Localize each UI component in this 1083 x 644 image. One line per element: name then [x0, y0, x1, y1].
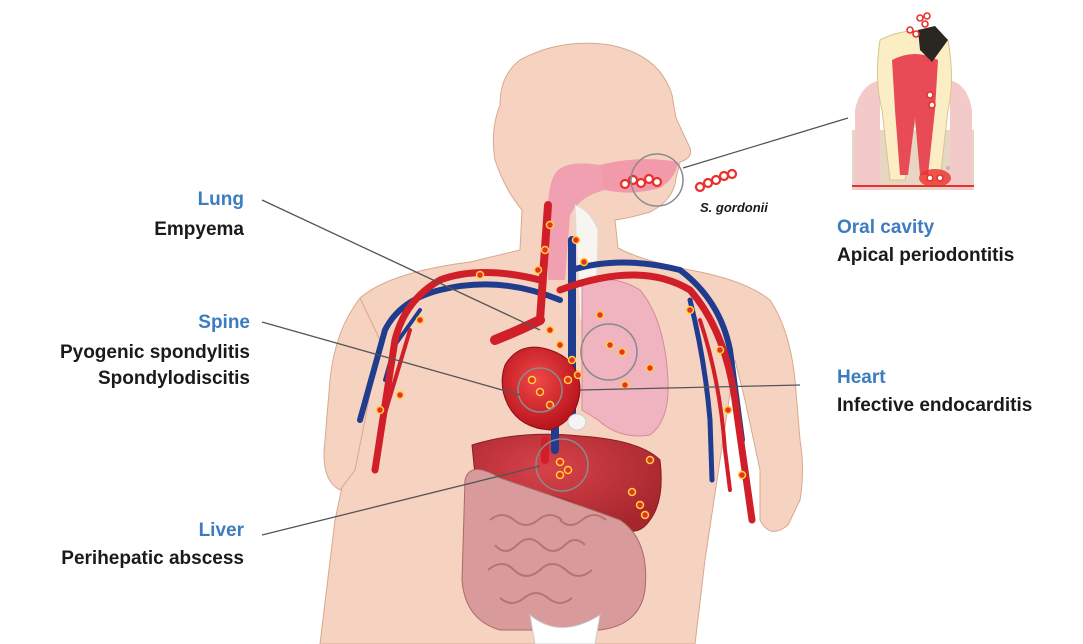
heart-organ-label: Heart [837, 367, 886, 389]
spine-diagnosis-label-2: Spondylodiscitis [98, 368, 250, 390]
spine-organ-label: Spine [198, 312, 250, 334]
heart-diagnosis-label: Infective endocarditis [837, 395, 1032, 417]
oral-cavity-organ-label: Oral cavity [837, 217, 934, 239]
tooth-inset [852, 13, 974, 190]
oral-cavity-diagnosis-label: Apical periodontitis [837, 245, 1014, 267]
spine-diagnosis-label-1: Pyogenic spondylitis [60, 342, 250, 364]
liver-diagnosis-label: Perihepatic abscess [61, 548, 244, 570]
bacterium-name: S. gordonii [700, 200, 768, 215]
lung-diagnosis-label: Empyema [154, 219, 244, 241]
liver-organ-label: Liver [199, 520, 244, 542]
lung-organ-label: Lung [198, 189, 244, 211]
